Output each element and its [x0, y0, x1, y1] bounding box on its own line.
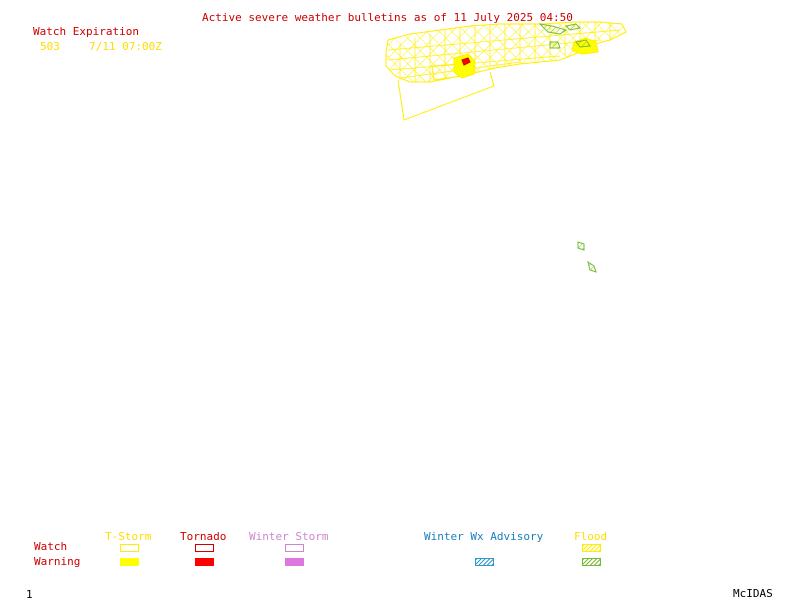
- winter-storm-watch-swatch: [285, 544, 304, 552]
- bulletin-title: Active severe weather bulletins as of 11…: [202, 11, 573, 24]
- legend-flood-label: Flood: [574, 530, 608, 543]
- legend-winter-storm-label: Winter Storm: [249, 530, 329, 543]
- tornado-warning-swatch: [195, 558, 214, 566]
- frame-number: 1: [26, 588, 33, 601]
- flood-areas: [538, 23, 597, 273]
- tstorm-warning-swatch: [120, 558, 139, 566]
- watch-expiration-time: 7/11 07:00Z: [89, 40, 162, 53]
- legend-warning-row-label: Warning: [34, 555, 81, 568]
- winter-storm-warning-swatch: [285, 558, 304, 566]
- flood-warning-swatch: [582, 558, 601, 566]
- legend-winter-wx-label: Winter Wx Advisory: [424, 530, 544, 543]
- winter-wx-warning-swatch: [475, 558, 494, 566]
- watch-expiration-heading: Watch Expiration: [33, 25, 139, 38]
- tstorm-watch-area: [385, 21, 627, 121]
- legend-watch-row-label: Watch: [34, 540, 68, 553]
- tstorm-watch-swatch: [120, 544, 139, 552]
- tornado-watch-swatch: [195, 544, 214, 552]
- legend-tstorm-label: T-Storm: [105, 530, 152, 543]
- flood-watch-swatch: [582, 544, 601, 552]
- mcidas-brand: McIDAS: [733, 587, 773, 600]
- legend-tornado-label: Tornado: [180, 530, 227, 543]
- tornado-warning-area: [461, 57, 471, 66]
- watch-expiration-number: 503: [40, 40, 60, 53]
